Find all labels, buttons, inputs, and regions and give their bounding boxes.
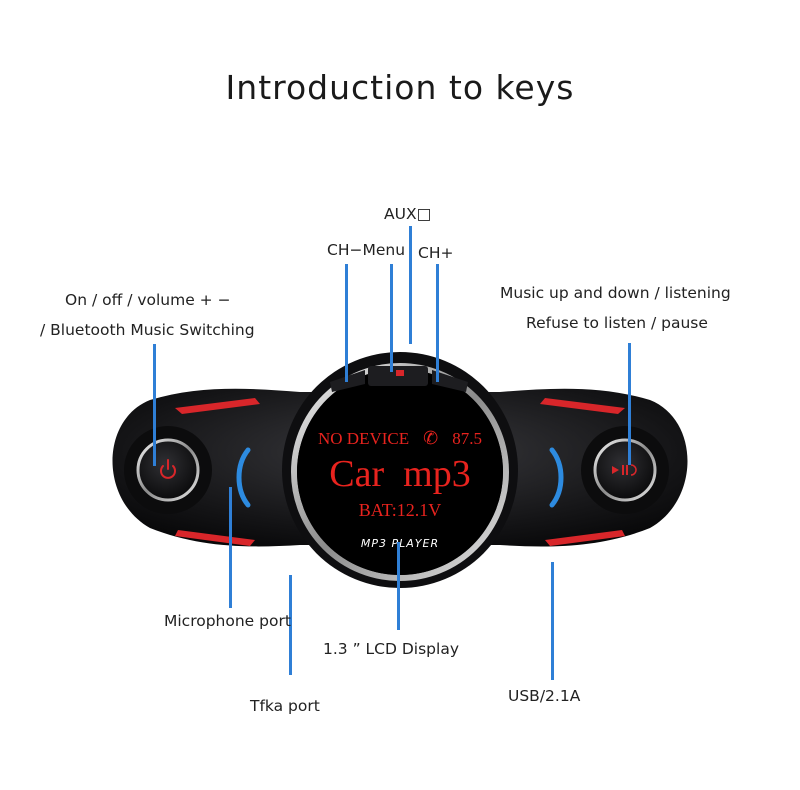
tfka-callout-line bbox=[289, 575, 292, 675]
power-icon bbox=[160, 459, 176, 479]
lcd-main-text: Car mp3 bbox=[329, 453, 471, 495]
phone-icon: ✆ bbox=[423, 428, 439, 449]
power-callout-line bbox=[153, 344, 156, 466]
page-title: Introduction to keys bbox=[225, 68, 575, 107]
usb-callout-line bbox=[551, 562, 554, 680]
power-label-line2: / Bluetooth Music Switching bbox=[40, 321, 255, 339]
lcd-battery-text: BAT:12.1V bbox=[358, 500, 442, 520]
usb-label: USB/2.1A bbox=[508, 687, 581, 705]
power-label-line1: On / off / volume + − bbox=[65, 291, 231, 309]
ch-plus-button bbox=[432, 370, 468, 392]
music-label-line1: Music up and down / listening bbox=[500, 284, 731, 302]
lcd-screen bbox=[297, 369, 503, 575]
red-accent-left-bottom bbox=[175, 530, 255, 546]
play-pause-button bbox=[593, 438, 657, 502]
microphone-callout-line bbox=[229, 487, 232, 608]
ch-minus-menu-label: CH−Menu bbox=[327, 241, 406, 259]
music-label-line2: Refuse to listen / pause bbox=[526, 314, 708, 332]
red-accent-left-top bbox=[175, 398, 260, 414]
music-callout-line bbox=[628, 343, 631, 465]
microphone-label: Microphone port bbox=[164, 612, 291, 630]
blue-arc-right bbox=[549, 447, 564, 508]
lcd-label: 1.3 ” LCD Display bbox=[323, 640, 459, 658]
red-accent-right-top bbox=[540, 398, 625, 414]
blue-arc-left bbox=[236, 447, 251, 508]
lcd-callout-line bbox=[397, 542, 400, 630]
menu-button-indicator bbox=[396, 370, 404, 376]
play-pause-icon bbox=[612, 464, 637, 476]
aux-callout-line bbox=[409, 226, 412, 344]
red-accent-right-bottom bbox=[545, 530, 625, 546]
lcd-line-1: NO DEVICE ✆ 87.5 bbox=[318, 428, 482, 449]
tfka-label: Tfka port bbox=[250, 697, 320, 715]
lcd-status-text: NO DEVICE bbox=[318, 428, 410, 448]
ch-minus-callout-line bbox=[345, 264, 348, 382]
lcd-frequency: 87.5 bbox=[452, 428, 482, 448]
lcd-footer-text: MP3 PLAYER bbox=[360, 537, 440, 550]
menu-callout-line bbox=[390, 264, 393, 372]
ch-plus-callout-line bbox=[436, 264, 439, 382]
ch-plus-label: CH+ bbox=[418, 244, 454, 262]
aux-label: AUX□ bbox=[384, 205, 432, 223]
